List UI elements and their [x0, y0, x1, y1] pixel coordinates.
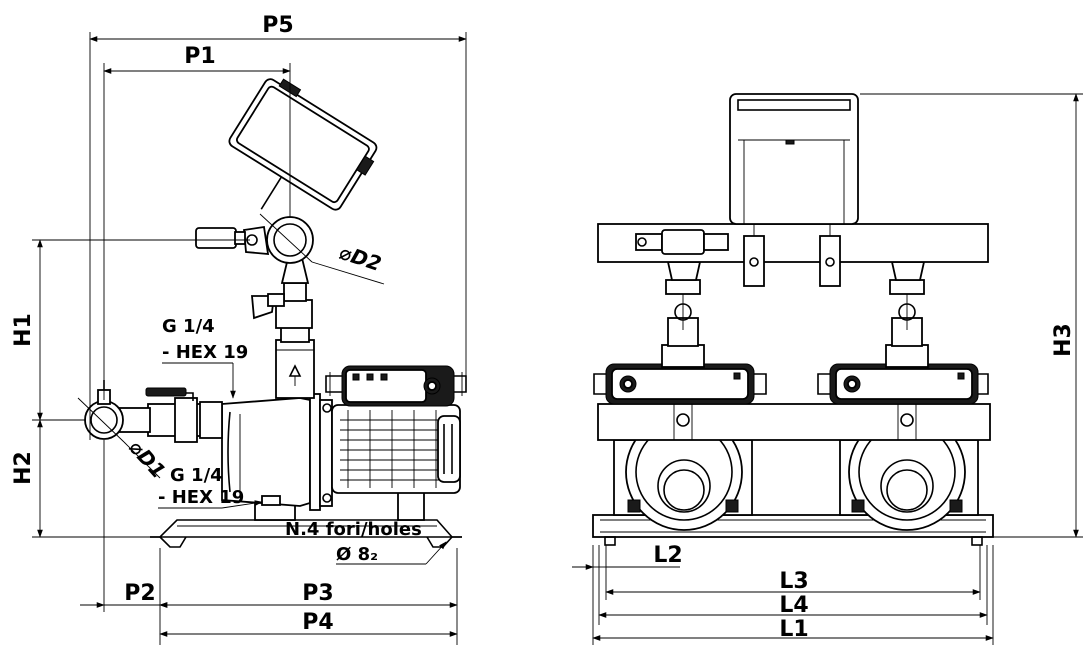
label-l1: L1: [779, 617, 808, 642]
dimension-h1: H1: [11, 239, 250, 421]
label-h3: H3: [1051, 323, 1076, 357]
motor: [331, 404, 461, 494]
label-l3: L3: [779, 569, 808, 594]
dimension-l3: L3: [605, 545, 981, 600]
front-riser-2: [885, 261, 929, 440]
dimension-p5: P5: [89, 13, 467, 440]
label-p3: P3: [302, 581, 333, 606]
note-holes-line2: Ø 8₂: [336, 544, 378, 565]
dimension-h2: H2: [11, 419, 150, 538]
label-h1: H1: [11, 313, 36, 347]
label-d1: ⌀D1: [124, 435, 170, 483]
front-riser-1: [661, 261, 705, 440]
dimension-p1: P1: [103, 44, 291, 400]
label-l4: L4: [779, 593, 808, 618]
front-pump-1: [613, 413, 753, 531]
note-upper-port-line2: - HEX 19: [162, 342, 248, 363]
note-upper-port-line1: G 1/4: [162, 316, 215, 337]
front-upper-manifold: [597, 216, 989, 287]
front-inverter-2: [817, 363, 989, 405]
label-l2: L2: [653, 543, 682, 568]
suction-fitting: [84, 380, 151, 440]
label-d2: ⌀D2: [336, 240, 384, 276]
label-p2: P2: [124, 581, 155, 606]
dimension-h3: H3: [860, 93, 1083, 538]
dimension-p4: P4: [159, 610, 458, 637]
pump-body: [221, 393, 333, 511]
note-holes-line1: N.4 fori/holes: [285, 519, 422, 540]
front-pump-2: [839, 413, 979, 531]
label-p4: P4: [302, 610, 333, 635]
inverter-box: [325, 365, 467, 407]
note-lower-port-line2: - HEX 19: [158, 487, 244, 508]
label-h2: H2: [11, 451, 36, 485]
vertical-riser: [251, 257, 315, 399]
note-holes: N.4 fori/holes Ø 8₂: [285, 519, 447, 565]
dimension-l4: L4: [598, 545, 988, 625]
note-lower-port: G 1/4 - HEX 19: [158, 465, 263, 509]
dimension-l1: L1: [592, 545, 994, 645]
suction-valve: [145, 387, 223, 443]
front-expansion-tank: [729, 93, 859, 225]
side-view: P5 P1 H1 H2 P2: [11, 13, 467, 645]
side-base-plate: [150, 519, 462, 548]
note-upper-port: G 1/4 - HEX 19: [162, 316, 248, 399]
front-lower-beam: [597, 403, 991, 441]
dimension-p2: P2: [80, 440, 184, 645]
upper-manifold: [195, 216, 314, 264]
dimension-p3: P3: [159, 548, 458, 645]
front-view: H3 L2 L3 L4 L1: [572, 93, 1083, 645]
motor-cooling-fins: [340, 410, 452, 488]
label-p1: P1: [184, 44, 215, 69]
note-lower-port-line1: G 1/4: [170, 465, 223, 486]
label-p5: P5: [262, 13, 293, 38]
dimension-l2: L2: [572, 543, 683, 645]
front-inverter-1: [593, 363, 767, 405]
